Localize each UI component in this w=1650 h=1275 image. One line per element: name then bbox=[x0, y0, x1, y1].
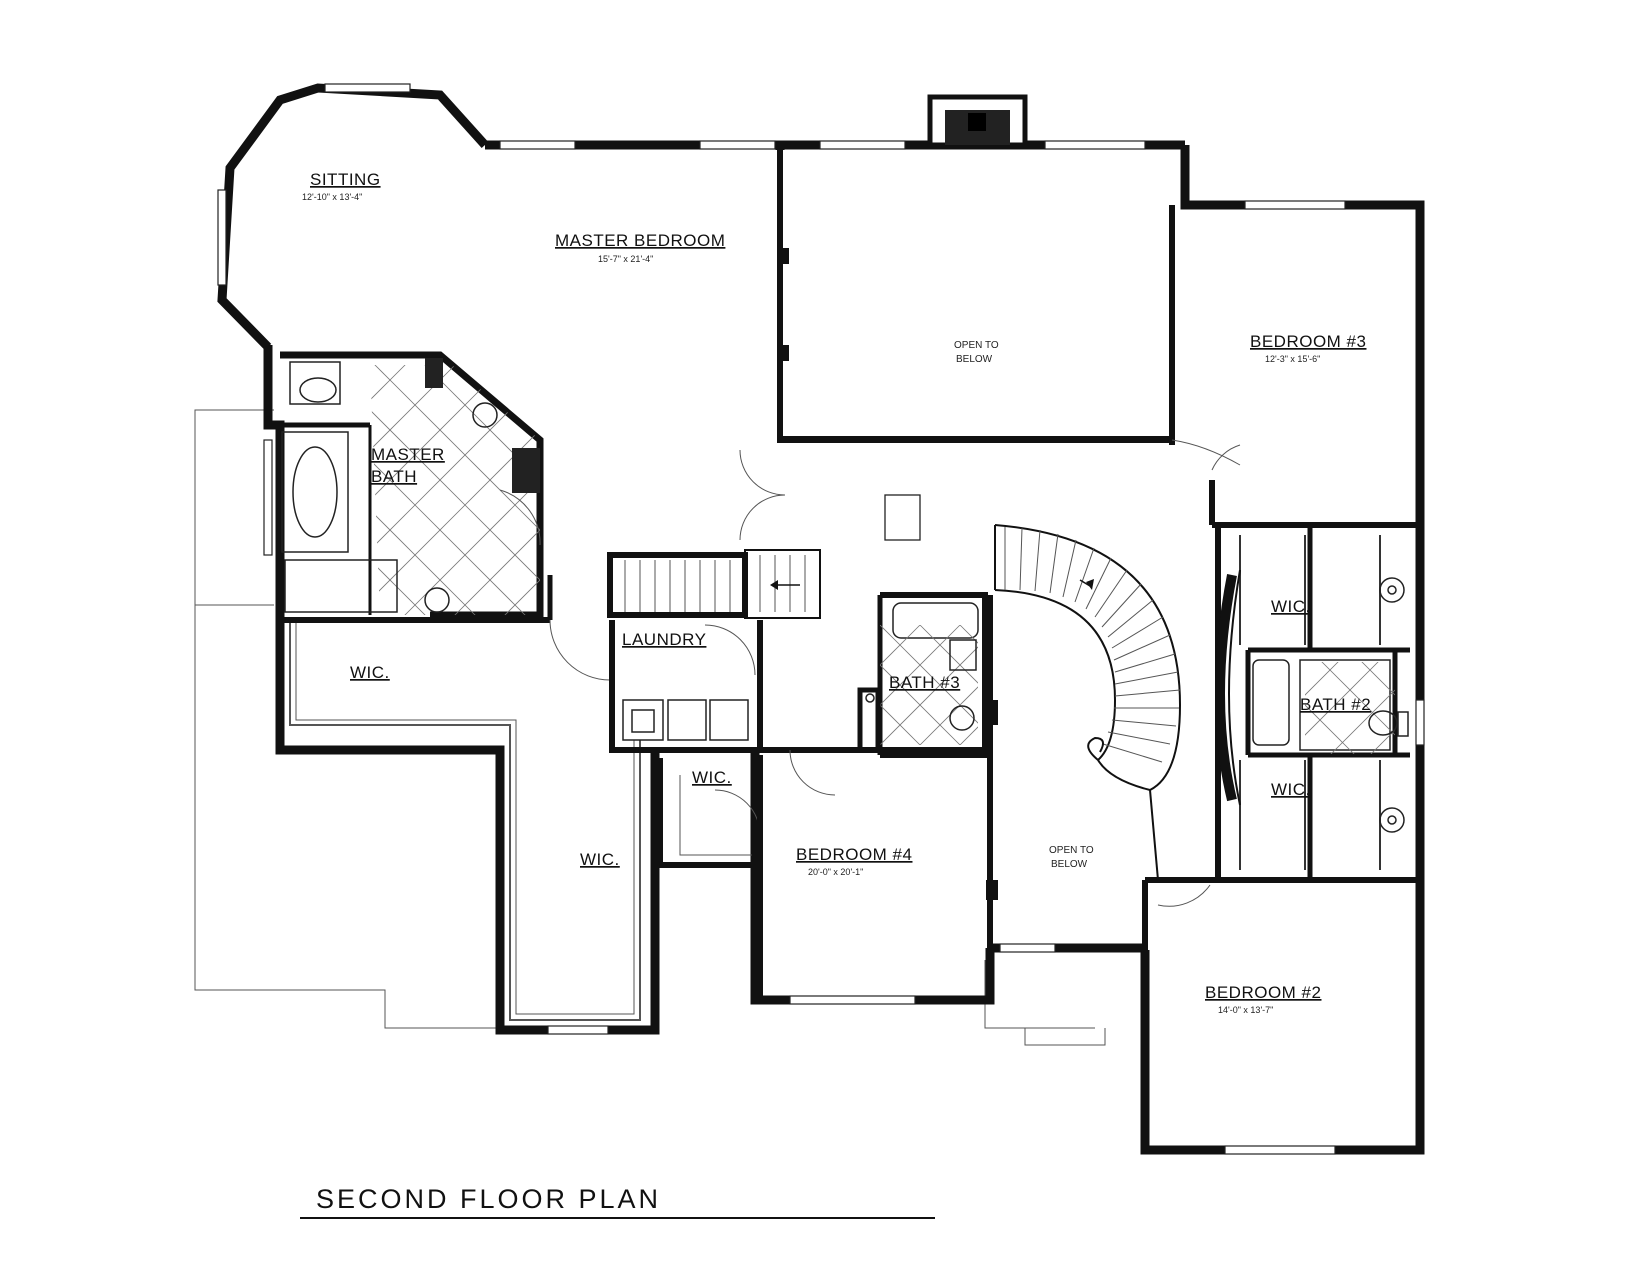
laundry-label: LAUNDRY bbox=[622, 630, 706, 649]
bath3 bbox=[857, 592, 988, 758]
left-wic bbox=[280, 575, 641, 1021]
wic-mid-label: WIC. bbox=[692, 768, 732, 787]
wic-long-label: WIC. bbox=[580, 850, 620, 869]
wic-bedroom2-label: WIC. bbox=[1271, 780, 1311, 799]
bedroom4-walls bbox=[757, 595, 998, 1002]
plan-title-text: SECOND FLOOR PLAN bbox=[316, 1184, 661, 1214]
chimney bbox=[927, 94, 1028, 148]
bath2-fixtures bbox=[1252, 659, 1409, 754]
sitting-dims: 12'-10" x 13'-4" bbox=[302, 192, 362, 202]
bedroom2-door bbox=[1157, 884, 1211, 907]
master-bedroom-label: MASTER BEDROOM bbox=[555, 231, 725, 250]
open-lower-line1: OPEN TO bbox=[1049, 845, 1094, 856]
hall-doors bbox=[739, 439, 1241, 541]
plan-title: SECOND FLOOR PLAN bbox=[300, 1184, 935, 1219]
wic-left-label: WIC. bbox=[350, 663, 390, 682]
bath2-label: BATH #2 bbox=[1300, 695, 1371, 714]
open-to-below-upper bbox=[777, 145, 1175, 443]
open-upper-line1: OPEN TO bbox=[954, 340, 999, 351]
bedroom4-dims: 20'-0" x 20'-1" bbox=[808, 867, 863, 877]
bath3-label: BATH #3 bbox=[889, 673, 960, 692]
room-labels: SITTING 12'-10" x 13'-4" MASTER BEDROOM … bbox=[302, 170, 1371, 1015]
bedroom2-dims: 14'-0" x 13'-7" bbox=[1218, 1005, 1273, 1015]
wic-bedroom3-label: WIC. bbox=[1271, 597, 1311, 616]
windows bbox=[217, 83, 1425, 1155]
curved-staircase bbox=[994, 524, 1182, 881]
sitting-label: SITTING bbox=[310, 170, 381, 189]
master-bath bbox=[280, 351, 544, 619]
roof-outline bbox=[194, 409, 1106, 1046]
master-bedroom-dims: 15'-7" x 21'-4" bbox=[598, 254, 653, 264]
master-bath-line2: BATH bbox=[371, 467, 417, 486]
bedroom3-dims: 12'-3" x 15'-6" bbox=[1265, 354, 1320, 364]
master-bath-line1: MASTER bbox=[371, 445, 445, 464]
stair-left bbox=[607, 549, 821, 619]
open-lower-line2: BELOW bbox=[1051, 859, 1088, 870]
open-upper-line2: BELOW bbox=[956, 354, 993, 365]
bedroom2-label: BEDROOM #2 bbox=[1205, 983, 1321, 1002]
interior-walls bbox=[1142, 210, 1420, 950]
vanity-sinks bbox=[1379, 577, 1405, 833]
bedroom3-label: BEDROOM #3 bbox=[1250, 332, 1366, 351]
laundry-room bbox=[609, 620, 763, 753]
bedroom4-label: BEDROOM #4 bbox=[796, 845, 912, 864]
